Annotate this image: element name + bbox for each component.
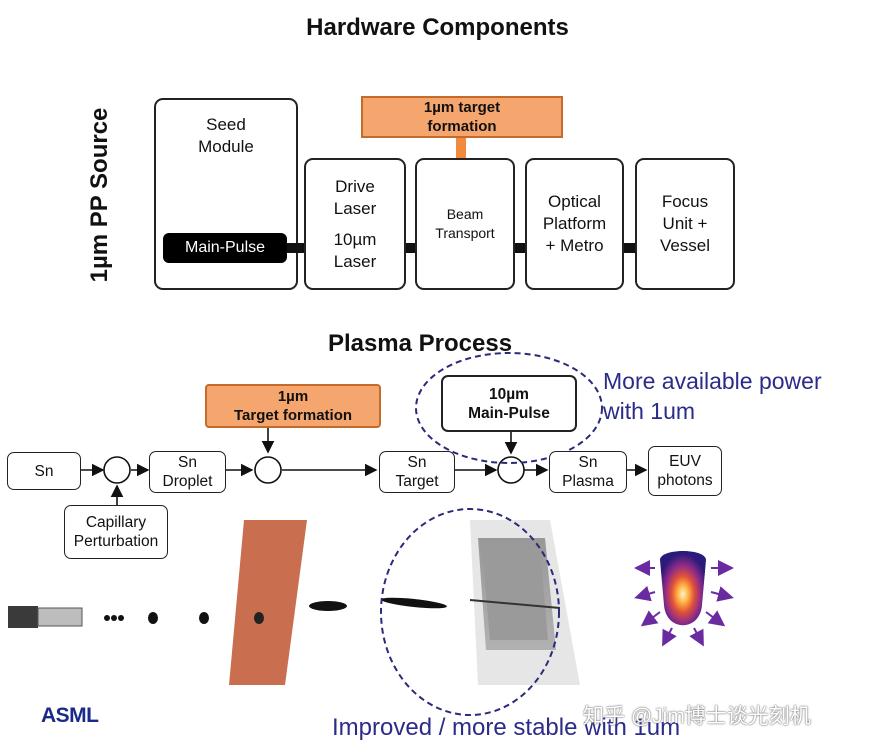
disk-target-1 [309, 601, 347, 611]
target-formation-box: 1µm target formation [361, 96, 563, 138]
target-formation-line1: 1µm target [423, 99, 501, 116]
target-formation-line2: formation [427, 118, 497, 135]
beam-transport-box: Beam Transport [415, 158, 515, 290]
sn-box: Sn [7, 452, 81, 490]
sn-droplet-line1: Sn [178, 454, 197, 471]
power-note-line1: More available power [603, 368, 822, 394]
target-formation-stem [456, 138, 466, 160]
junction-1 [103, 456, 131, 484]
platform-label: Platform [542, 214, 607, 233]
wavelength-label: 10µm [333, 229, 377, 249]
main-pulse-box: 10µm Main-Pulse [441, 375, 577, 432]
main-pulse-line2: Main-Pulse [468, 404, 550, 422]
capillary-line2: Perturbation [73, 533, 159, 550]
sn-droplet-line2: Droplet [162, 473, 213, 490]
plasma-target-formation-line1: 1µm [277, 388, 309, 405]
connector-beam-optical [513, 243, 527, 253]
hardware-title: Hardware Components [0, 14, 875, 42]
euv-line2: photons [657, 472, 713, 489]
sn-target-line1: Sn [407, 454, 427, 471]
stability-highlight-ellipse [380, 508, 560, 716]
sn-plasma-box: Sn Plasma [549, 451, 627, 493]
watermark: 知乎 @Jim博士谈光刻机 [583, 705, 811, 728]
optical-platform-box: Optical Platform + Metro [525, 158, 624, 290]
transport-label: Transport [435, 225, 495, 241]
sn-plasma-line1: Sn [578, 454, 598, 471]
drive-laser-box: Drive Laser 10µm Laser [304, 158, 406, 290]
euv-photons-box: EUV photons [648, 446, 722, 496]
optical-label: Optical [548, 192, 601, 211]
drive-label: Drive [335, 176, 375, 196]
sn-label: Sn [34, 462, 54, 480]
plasma-target-formation-line2: Target formation [233, 407, 353, 424]
sn-plasma-line2: Plasma [562, 473, 614, 490]
sn-droplet-box: Sn Droplet [149, 451, 226, 493]
main-pulse-block: Main-Pulse [163, 233, 287, 263]
junction-2 [254, 456, 282, 484]
beam-label: Beam [446, 206, 484, 222]
nozzle-graphic [8, 606, 83, 628]
junction-3 [497, 456, 525, 484]
vessel-label: Vessel [659, 236, 711, 255]
laser-label-2: Laser [333, 251, 377, 271]
power-highlight-ellipse [415, 352, 603, 464]
euv-line1: EUV [669, 453, 701, 470]
connector-optical-focus [622, 243, 637, 253]
plasma-emission-graphic [634, 551, 734, 647]
seed-label: Seed [206, 115, 246, 134]
focus-unit-box: Focus Unit + Vessel [635, 158, 735, 290]
plasma-target-formation-box: 1µm Target formation [205, 384, 381, 428]
prepulse-beam [229, 520, 307, 685]
laser-label: Laser [333, 198, 377, 218]
connector-drive-beam [404, 243, 417, 253]
power-note-line2: with 1um [603, 398, 696, 424]
droplet-stream [104, 612, 209, 624]
focus-label: Focus [661, 192, 709, 211]
plasma-title: Plasma Process [327, 330, 513, 357]
shadowgraph-image [469, 520, 580, 685]
connector-seed-drive [287, 243, 305, 253]
unit-label: Unit + [662, 214, 708, 233]
module-label: Module [198, 137, 254, 156]
capillary-box: Capillary Perturbation [64, 505, 168, 559]
metro-label: + Metro [545, 236, 604, 255]
main-pulse-line1: 10µm [489, 385, 529, 403]
stability-note: Improved / more stable with 1um [332, 714, 681, 741]
capillary-line1: Capillary [85, 514, 147, 531]
disk-target-2 [381, 597, 447, 609]
power-note: More available power with 1um [603, 366, 873, 426]
sn-target-line2: Target [395, 473, 439, 490]
flow-arrows [81, 428, 648, 505]
hardware-title-text: Hardware Components [306, 14, 569, 41]
asml-logo: ASML [41, 704, 99, 727]
sn-target-box: Sn Target [379, 451, 455, 493]
